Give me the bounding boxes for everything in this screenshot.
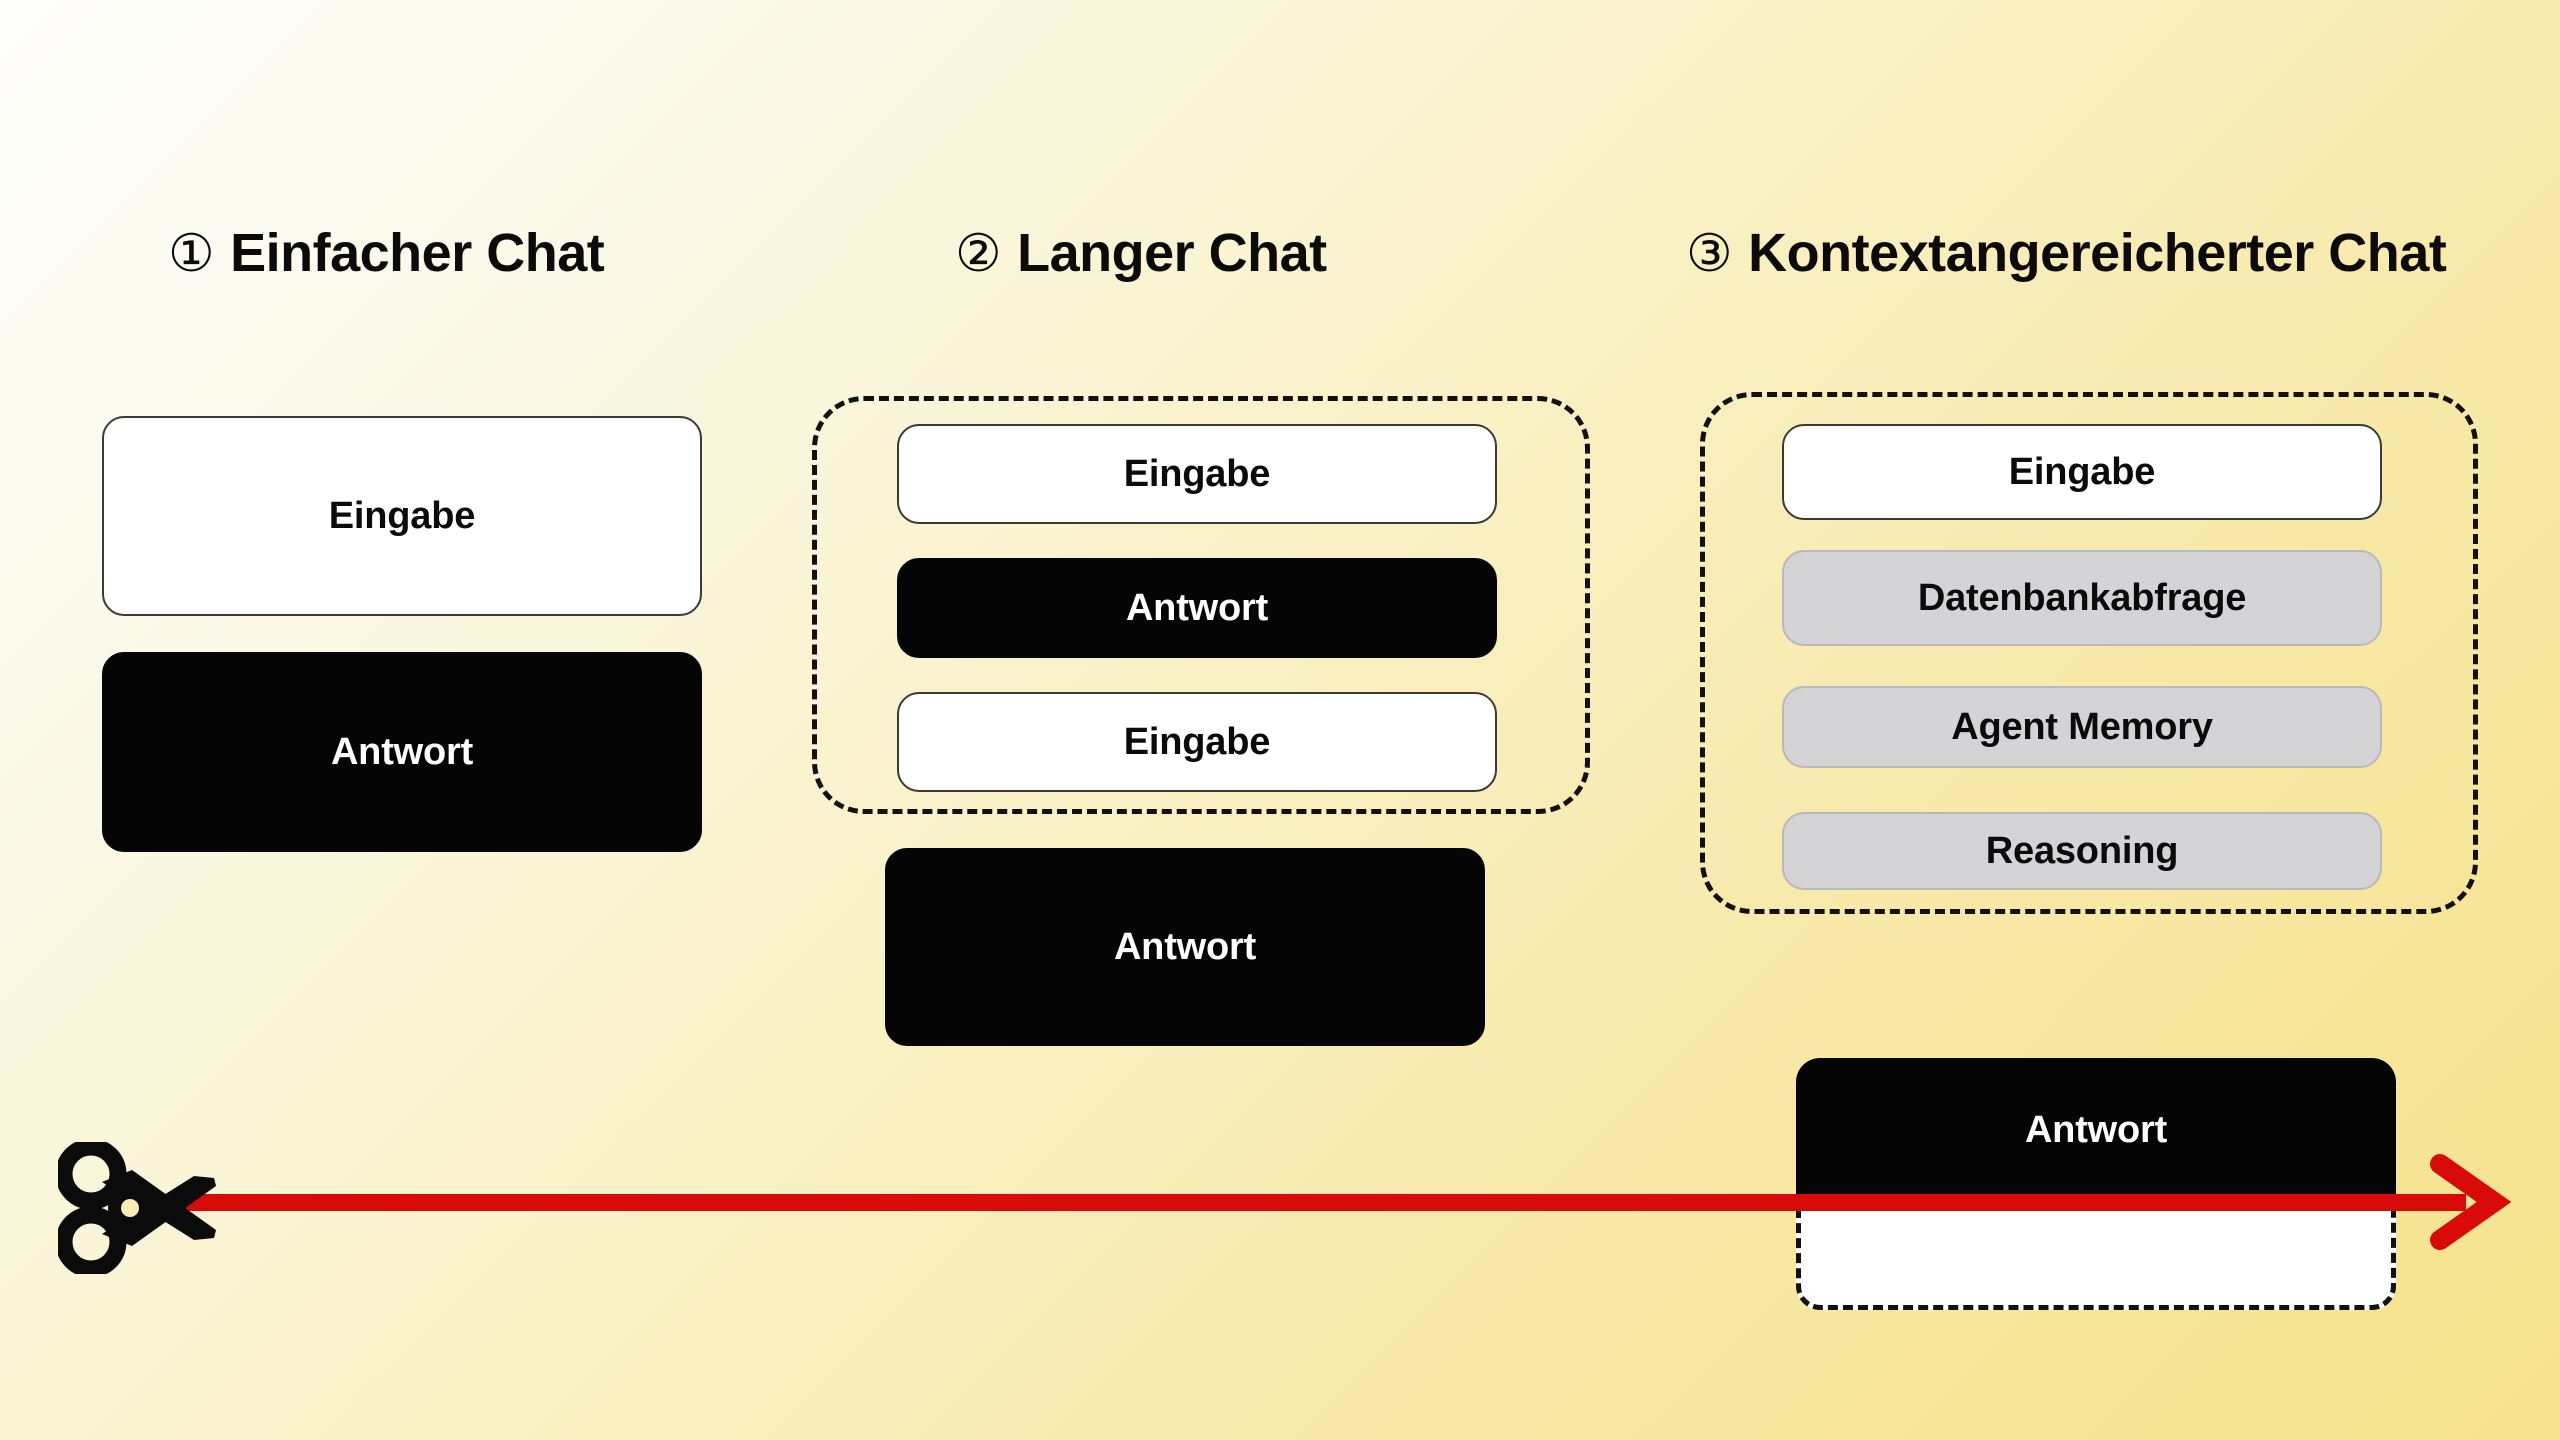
column2-box-antwort-1: Antwort <box>897 558 1497 658</box>
column3-box-antwort-final: Antwort <box>1796 1058 2396 1310</box>
right-arrow-icon <box>2416 1150 2521 1255</box>
column3-box-datenbankabfrage: Datenbankabfrage <box>1782 550 2382 646</box>
column3-context-window-group <box>1700 392 2478 914</box>
circled-number-1-icon: ① <box>168 225 215 283</box>
column2-context-window-group <box>812 396 1590 814</box>
column-heading-3: ③ Kontextangereicherter Chat <box>1686 223 2447 283</box>
column1-box-antwort: Antwort <box>102 652 702 852</box>
column3-antwort-visible-part: Antwort <box>1796 1058 2396 1202</box>
column2-box-antwort-final: Antwort <box>885 848 1485 1046</box>
column3-box-agent-memory: Agent Memory <box>1782 686 2382 768</box>
column-title-2: Langer Chat <box>1017 223 1327 283</box>
scissors-icon <box>58 1142 228 1274</box>
column3-antwort-truncated-part <box>1796 1202 2396 1310</box>
column3-box-reasoning: Reasoning <box>1782 812 2382 890</box>
column1-box-eingabe: Eingabe <box>102 416 702 616</box>
column-title-1: Einfacher Chat <box>230 223 605 283</box>
circled-number-2-icon: ② <box>955 225 1002 283</box>
column2-box-eingabe-1: Eingabe <box>897 424 1497 524</box>
column-heading-2: ② Langer Chat <box>955 226 1327 280</box>
circled-number-3-icon: ③ <box>1686 225 1733 283</box>
column3-box-eingabe: Eingabe <box>1782 424 2382 520</box>
column-title-3: Kontextangereicherter Chat <box>1748 223 2447 283</box>
column-heading-1: ① Einfacher Chat <box>168 223 605 283</box>
column2-box-eingabe-2: Eingabe <box>897 692 1497 792</box>
cut-line <box>180 1194 2466 1211</box>
